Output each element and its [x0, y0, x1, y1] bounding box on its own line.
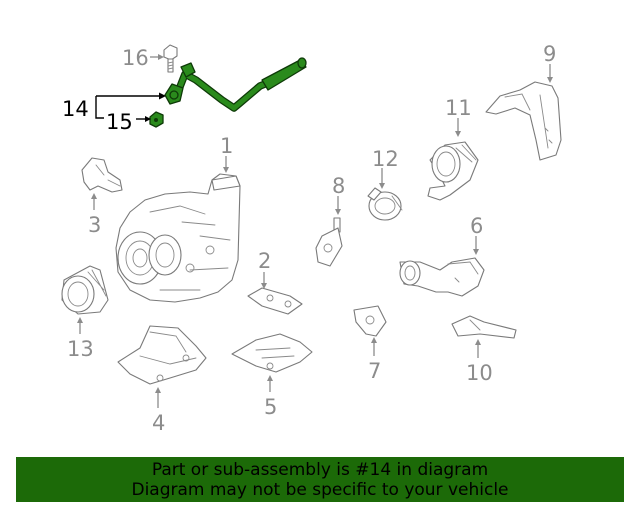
part-9-heat-shield[interactable] [485, 81, 562, 161]
parts-diagram: 16 9 11 12 1 8 3 2 6 13 7 10 4 5 14 15 [61, 42, 562, 435]
banner-line-disclaimer: Diagram may not be specific to your vehi… [131, 480, 509, 500]
banner-line-part: Part or sub-assembly is #14 in diagram [151, 460, 489, 480]
callout-4: 4 [152, 411, 165, 435]
part-12-clamp[interactable] [367, 187, 403, 221]
part-14-oil-line[interactable] [164, 57, 307, 112]
callout-2: 2 [258, 249, 271, 273]
callout-8: 8 [332, 174, 345, 198]
part-2-gasket[interactable] [247, 287, 303, 315]
part-7-bracket[interactable] [353, 305, 387, 337]
part-6-pipe[interactable] [399, 257, 485, 297]
callout-13: 13 [67, 337, 94, 361]
part-8-sensor[interactable] [315, 217, 343, 267]
callout-16: 16 [122, 46, 149, 70]
part-1-turbocharger[interactable] [115, 173, 241, 303]
callout-10: 10 [466, 361, 493, 385]
part-11-elbow[interactable] [427, 141, 479, 201]
callout-12: 12 [372, 147, 399, 171]
callout-5: 5 [264, 395, 277, 419]
callout-15: 15 [106, 110, 133, 134]
info-banner: Part or sub-assembly is #14 in diagram D… [16, 457, 624, 502]
callout-11: 11 [445, 96, 472, 120]
callout-1: 1 [220, 134, 233, 158]
part-16-bolt[interactable] [163, 44, 178, 73]
part-13-coupler[interactable] [61, 265, 109, 315]
leader-lines [77, 54, 553, 408]
callout-9: 9 [543, 42, 556, 66]
callout-3: 3 [88, 213, 101, 237]
part-3-actuator[interactable] [81, 157, 123, 193]
callout-6: 6 [470, 214, 483, 238]
callout-14: 14 [62, 97, 89, 121]
part-15-fitting[interactable] [149, 111, 164, 128]
part-4-mount[interactable] [117, 325, 207, 385]
part-10-shield[interactable] [451, 315, 517, 339]
callout-7: 7 [368, 359, 381, 383]
part-5-plate[interactable] [231, 333, 313, 373]
callout-labels: 16 9 11 12 1 8 3 2 6 13 7 10 4 5 14 15 [62, 42, 556, 435]
